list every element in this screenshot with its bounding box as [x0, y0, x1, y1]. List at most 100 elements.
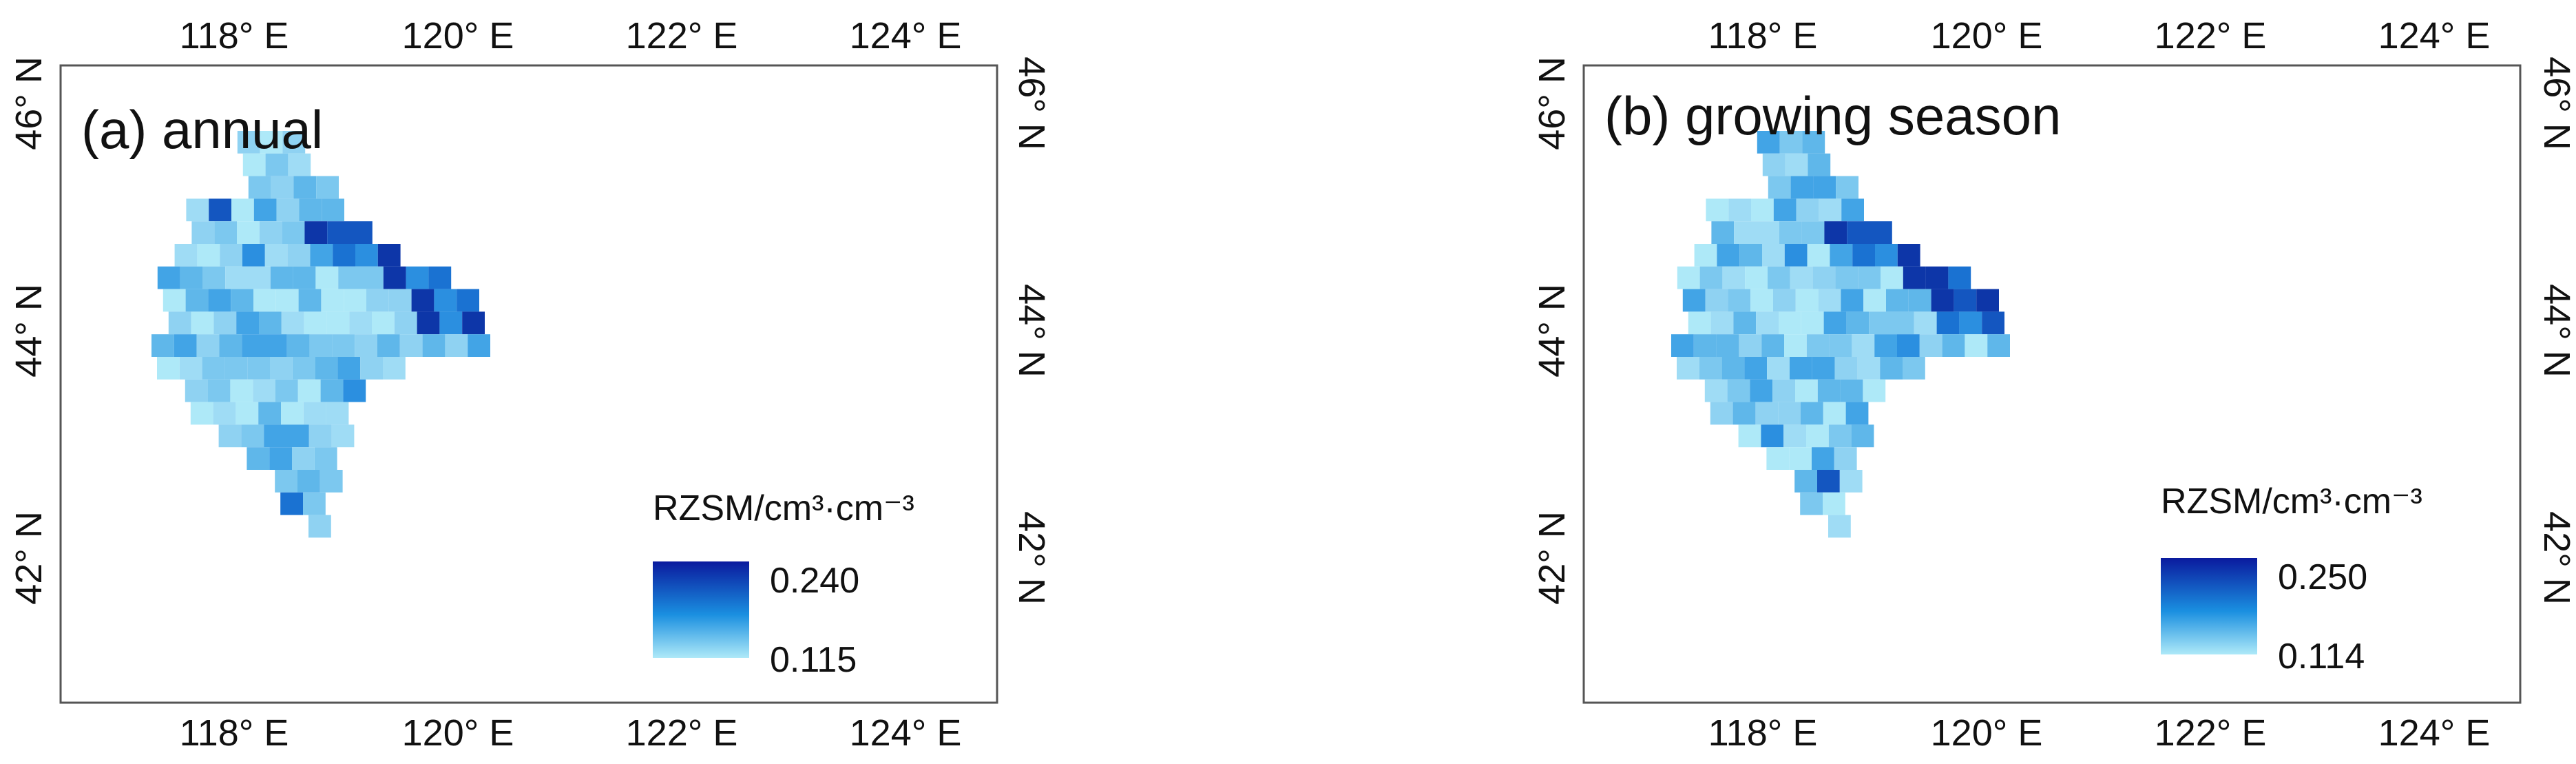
grid-cell [1818, 289, 1841, 312]
grid-cell [315, 357, 338, 380]
grid-cell [1750, 379, 1773, 402]
grid-cell [1801, 311, 1824, 335]
grid-cell [1828, 424, 1852, 448]
grid-cell [1870, 221, 1892, 244]
grid-cell [1976, 289, 1999, 312]
grid-cell [214, 221, 237, 244]
grid-cell [271, 176, 294, 199]
grid-cell [1903, 357, 1925, 380]
legend-min-value: 0.114 [2278, 637, 2365, 677]
grid-cell [309, 334, 333, 357]
grid-cell [1808, 153, 1831, 176]
grid-cell [1784, 334, 1807, 357]
grid-cell [292, 357, 315, 380]
grid-cell [361, 266, 384, 289]
grid-cell [265, 153, 289, 176]
grid-cell [1982, 311, 2004, 335]
grid-cell [293, 176, 317, 199]
lon-tick-bottom-118: 118° E [180, 712, 289, 754]
rzsm-grid [1671, 131, 2010, 538]
grid-cell [1828, 515, 1851, 538]
grid-cell [338, 266, 361, 289]
grid-cell [1823, 492, 1845, 515]
grid-cell [225, 266, 248, 289]
grid-cell [1711, 221, 1735, 244]
grid-cell [275, 289, 299, 312]
grid-cell [259, 221, 282, 244]
lat-tick-left-46: 46° N [1531, 56, 1573, 150]
grid-cell [1717, 244, 1740, 267]
lon-tick-bottom-120: 120° E [1931, 712, 2043, 754]
grid-cell [1721, 357, 1745, 380]
lon-tick-bottom-122: 122° E [626, 712, 738, 754]
grid-cell [355, 244, 378, 267]
lat-tick-right-42: 42° N [2536, 511, 2576, 605]
grid-cell [1772, 379, 1795, 402]
lat-tick-left-42: 42° N [1531, 511, 1573, 605]
lon-tick-top-120: 120° E [402, 15, 514, 56]
grid-cell [1728, 198, 1751, 222]
grid-cell [264, 244, 288, 267]
grid-cell [1806, 424, 1829, 448]
grid-cell [1757, 131, 1780, 154]
grid-cell [383, 266, 406, 289]
grid-cell [292, 447, 315, 470]
grid-cell [248, 176, 271, 199]
grid-cell [280, 492, 303, 515]
lat-tick-left-44: 44° N [1531, 284, 1573, 378]
grid-cell [344, 289, 366, 312]
grid-cell [1897, 244, 1920, 267]
grid-cell [286, 334, 310, 357]
grid-cell [298, 289, 322, 312]
grid-cell [445, 334, 468, 357]
grid-cell [287, 244, 311, 267]
grid-cell [213, 311, 237, 335]
grid-cell [1728, 289, 1751, 312]
lat-tick-left-46: 46° N [8, 56, 50, 150]
grid-cell [1767, 357, 1790, 380]
lat-tick-right-44: 44° N [2536, 284, 2576, 378]
grid-cell [377, 244, 401, 267]
grid-cell [224, 357, 248, 380]
grid-cell [1739, 244, 1762, 267]
grid-cell [1840, 379, 1863, 402]
grid-cell [1716, 334, 1739, 357]
grid-cell [1858, 266, 1881, 289]
grid-cell [411, 289, 434, 312]
lon-tick-bottom-118: 118° E [1708, 712, 1818, 754]
grid-cell [331, 424, 355, 448]
grid-cell [1846, 311, 1870, 335]
grid-cell [213, 402, 236, 425]
grid-cell [372, 311, 395, 335]
grid-cell [1812, 447, 1834, 470]
grid-cell [1852, 334, 1875, 357]
grid-cell [197, 244, 220, 267]
lat-tick-left-42: 42° N [8, 511, 50, 605]
grid-cell [1677, 266, 1700, 289]
grid-cell [163, 289, 186, 312]
lon-tick-bottom-124: 124° E [850, 712, 962, 754]
grid-cell [235, 402, 259, 425]
grid-cell [190, 402, 213, 425]
grid-cell [1699, 357, 1722, 380]
grid-cell [388, 289, 412, 312]
grid-cell [236, 311, 259, 335]
grid-cell [366, 289, 389, 312]
grid-cell [1766, 447, 1790, 470]
grid-cell [202, 266, 226, 289]
grid-cell [1857, 357, 1881, 380]
grid-cell [1800, 492, 1823, 515]
grid-cell [1779, 131, 1803, 154]
grid-cell [322, 198, 344, 222]
grid-cell [237, 131, 260, 154]
grid-cell [1936, 311, 1960, 335]
grid-cell [355, 334, 377, 357]
grid-cell [303, 492, 326, 515]
grid-cell [1693, 334, 1717, 357]
grid-cell [220, 244, 242, 267]
grid-cell [174, 334, 197, 357]
grid-cell [242, 153, 266, 176]
grid-cell [207, 379, 231, 402]
grid-cell [185, 379, 208, 402]
grid-cell [260, 131, 283, 154]
